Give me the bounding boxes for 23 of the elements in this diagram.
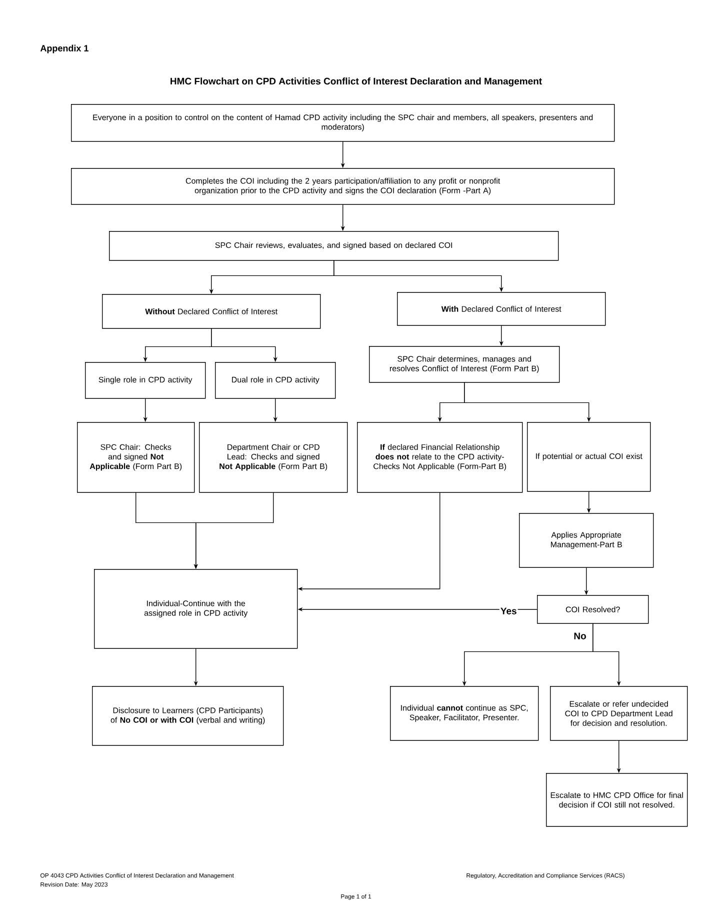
edge-label: Yes <box>499 606 518 616</box>
process-box: Department Chair or CPD Lead: Checks and signed Not Applicable (Form Part B) <box>199 422 348 493</box>
heading: Appendix 1 <box>40 44 88 54</box>
process-box: Escalate or refer undecided COI to CPD Department Lead for decision and resolution. <box>550 686 688 741</box>
process-box: Single role in CPD activity <box>85 362 206 399</box>
process-box: Completes the COI including the 2 years participation/affiliation to any profit or nonprofit organization prior to the CPD activity and signs the COI declaration (Form -Part A) <box>71 168 615 205</box>
process-box: Dual role in CPD activity <box>215 362 336 399</box>
process-box: Individual-Continue with the assigned role in CPD activity <box>94 569 298 649</box>
process-box: Without Declared Conflict of Interest <box>102 294 321 329</box>
edge-label: No <box>572 632 588 640</box>
process-box: SPC Chair: Checks and signed Not Applicable (Form Part B) <box>77 422 195 493</box>
process-box: If declared Financial Relationship does not relate to the CPD activity-Checks Not Applicable (Form-Part B) <box>357 422 523 493</box>
process-box: Everyone in a position to control on the content of Hamad CPD activity including the SPC chair and members, all speakers, presenters and moderators) <box>71 104 615 142</box>
process-box: With Declared Conflict of Interest <box>397 292 606 326</box>
process-box: Individual cannot continue as SPC, Speaker, Facilitator, Presenter. <box>390 686 539 741</box>
process-box: If potential or actual COI exist <box>527 422 651 492</box>
process-box: SPC Chair reviews, evaluates, and signed based on declared COI <box>109 231 559 261</box>
process-box: Escalate to HMC CPD Office for final decision if COI still not resolved. <box>546 773 688 827</box>
title: HMC Flowchart on CPD Activities Conflict of Interest Declaration and Management <box>170 78 542 86</box>
process-box: Disclosure to Learners (CPD Participants) of No COI or with COI (verbal and writing) <box>92 686 284 746</box>
process-box: Applies Appropriate Management-Part B <box>519 513 654 568</box>
process-box: SPC Chair determines, manages and resolves Conflict of Interest (Form Part B) <box>369 346 560 383</box>
decision-box: COI Resolved? <box>537 595 649 624</box>
